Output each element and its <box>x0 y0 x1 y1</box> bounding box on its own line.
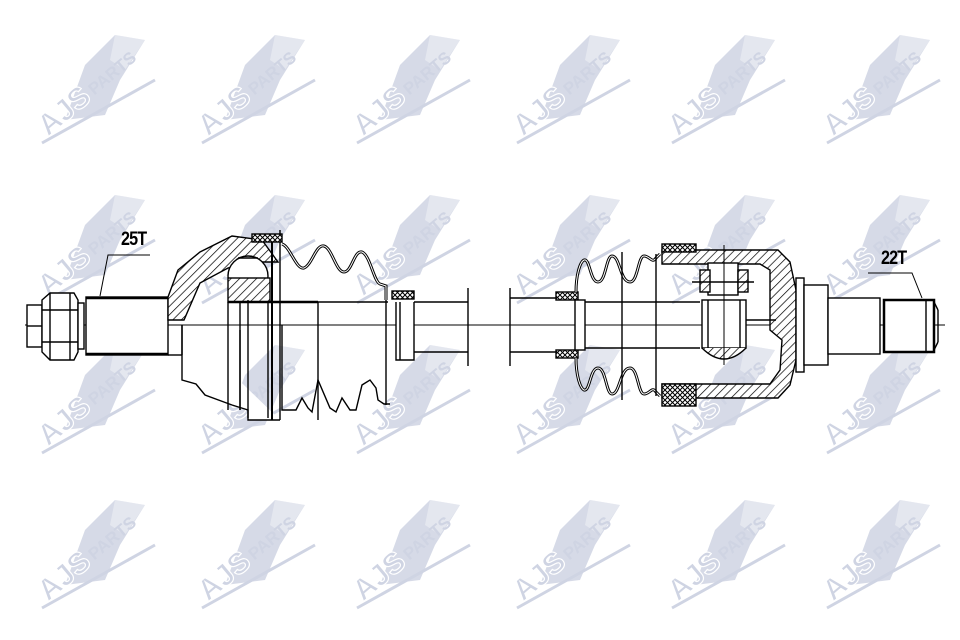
inner-boot <box>555 252 700 400</box>
leader-25t <box>99 254 150 297</box>
spline-count-label-right: 22T <box>881 248 907 269</box>
outer-boot <box>281 242 415 420</box>
leader-22t <box>868 272 923 299</box>
spline-count-label-left: 25T <box>121 229 147 250</box>
outer-spline-25t <box>85 296 169 356</box>
inner-stub <box>795 277 881 373</box>
inner-tripod-joint <box>661 243 797 407</box>
outer-cv-joint <box>167 230 318 421</box>
axle-nut <box>26 292 85 361</box>
shaft-left <box>414 288 469 366</box>
inner-spline-22t <box>882 298 939 354</box>
shaft-right <box>509 288 556 366</box>
